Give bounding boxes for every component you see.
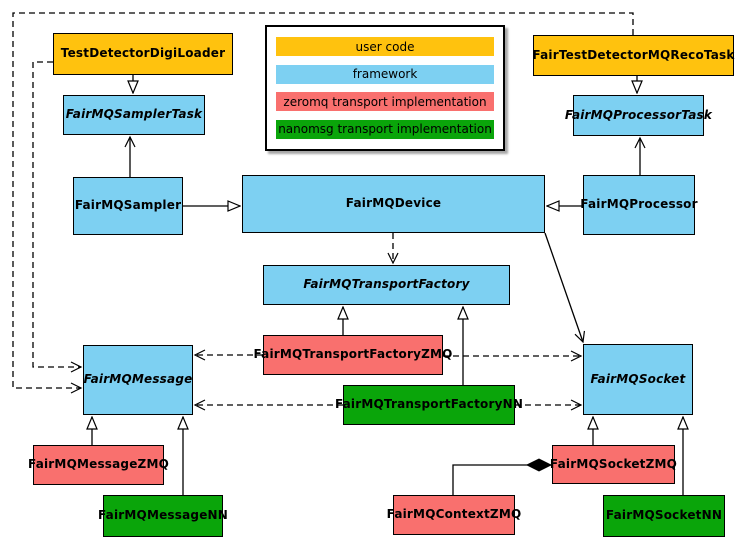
legend: user code framework zeromq transport imp… bbox=[265, 25, 505, 151]
legend-item-nanomsg: nanomsg transport implementation bbox=[276, 119, 494, 139]
node-fairmqcontextzmq: FairMQContextZMQ bbox=[387, 495, 521, 535]
node-fairmqprocessor: FairMQProcessor bbox=[580, 175, 698, 235]
legend-label: framework bbox=[352, 67, 418, 82]
node-fairmqmessagezmq: FairMQMessageZMQ bbox=[28, 445, 169, 485]
legend-item-framework: framework bbox=[276, 64, 494, 84]
node-fairmqtransportfactorynn: FairMQTransportFactoryNN bbox=[335, 385, 523, 425]
legend-label: zeromq transport implementation bbox=[283, 94, 487, 109]
node-fairmqsamplertask: FairMQSamplerTask bbox=[63, 95, 205, 135]
node-fairmqsocketzmq: FairMQSocketZMQ bbox=[550, 445, 677, 484]
edge-device-socket bbox=[544, 232, 586, 344]
node-fairmqmessage: FairMQMessage bbox=[83, 345, 193, 415]
legend-label: nanomsg transport implementation bbox=[278, 122, 492, 137]
node-fairmqsampler: FairMQSampler bbox=[73, 177, 183, 235]
node-fairmqdevice: FairMQDevice bbox=[242, 175, 545, 233]
edge-contextzmq-socketzmq bbox=[452, 465, 551, 495]
node-fairmqsocketnn: FairMQSocketNN bbox=[603, 495, 725, 537]
legend-item-user-code: user code bbox=[276, 37, 494, 56]
legend-item-zeromq: zeromq transport implementation bbox=[276, 92, 494, 112]
node-testdetectordigiloader: TestDetectorDigiLoader bbox=[53, 33, 233, 75]
node-fairmqtransportfactoryzmq: FairMQTransportFactoryZMQ bbox=[253, 335, 452, 375]
legend-label: user code bbox=[355, 39, 415, 54]
node-fairtestdetectormqrecotask: FairTestDetectorMQRecoTask bbox=[532, 35, 734, 76]
node-fairmqmessagenn: FairMQMessageNN bbox=[98, 495, 228, 537]
node-fairmqsocket: FairMQSocket bbox=[583, 344, 693, 415]
node-fairmqtransportfactory: FairMQTransportFactory bbox=[263, 265, 510, 305]
node-fairmqprocessortask: FairMQProcessorTask bbox=[565, 95, 712, 136]
